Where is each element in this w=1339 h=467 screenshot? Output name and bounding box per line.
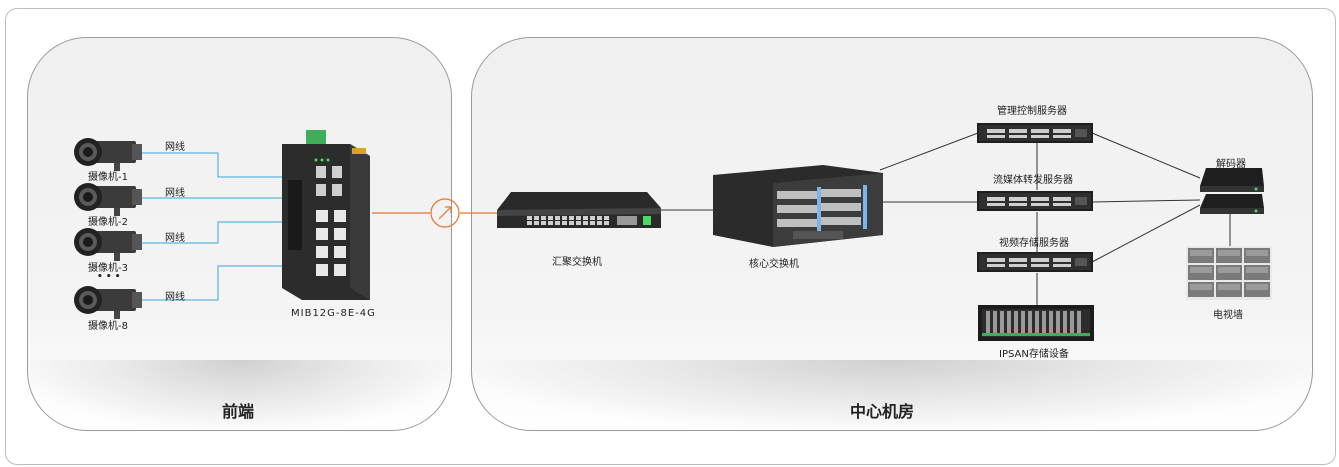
edge-switch <box>278 130 374 306</box>
network-links <box>660 132 1231 305</box>
camera-label: 摄像机-2 <box>88 217 128 228</box>
camera-1 <box>70 138 150 176</box>
aggregation-switch-label: 汇聚交换机 <box>552 257 602 268</box>
camera-label: 摄像机-1 <box>88 172 128 183</box>
cable-label: 网线 <box>165 292 185 303</box>
cable-label: 网线 <box>165 142 185 153</box>
decoder-label: 解码器 <box>1216 159 1246 170</box>
stream-server <box>977 191 1095 217</box>
cable-label: 网线 <box>165 233 185 244</box>
camera-2 <box>70 183 150 221</box>
camera-icon <box>74 286 142 319</box>
aggregation-switch <box>497 192 663 244</box>
ipsan-label: IPSAN存储设备 <box>999 349 1069 360</box>
camera-icon <box>74 228 142 261</box>
camera-label: 摄像机-3 <box>88 263 128 274</box>
camera-8 <box>70 286 150 324</box>
mgmt-server <box>977 123 1095 149</box>
cable-label: 网线 <box>165 188 185 199</box>
decoder-icon <box>1200 168 1264 214</box>
camera-3 <box>70 228 150 266</box>
decoder <box>1198 168 1266 220</box>
mgmt-server-label: 管理控制服务器 <box>997 106 1067 117</box>
server-icon <box>977 123 1093 143</box>
center-panel-title: 中心机房 <box>850 402 915 421</box>
core-switch-label: 核心交换机 <box>749 259 799 270</box>
center-panel <box>471 37 1313 431</box>
camera-icon <box>74 138 142 171</box>
chassis-switch-icon <box>713 165 883 247</box>
edge-switch-label: MIB12G-8E-4G <box>291 308 376 319</box>
ellipsis: • • • <box>97 272 121 282</box>
ipsan-storage <box>978 305 1096 347</box>
core-switch <box>713 165 883 251</box>
storage-server <box>977 252 1095 278</box>
server-icon <box>977 252 1093 272</box>
rack-switch-icon <box>497 192 661 228</box>
front-panel-title: 前端 <box>222 402 255 421</box>
industrial-switch-icon <box>282 130 370 300</box>
camera-cables <box>133 152 282 301</box>
stream-server-label: 流媒体转发服务器 <box>993 175 1073 186</box>
storage-array-icon <box>978 305 1094 341</box>
storage-server-label: 视频存储服务器 <box>999 238 1069 249</box>
fiber-link <box>372 198 498 228</box>
tv-wall-label: 电视墙 <box>1213 310 1243 321</box>
tv-wall-icon <box>1186 246 1272 300</box>
server-icon <box>977 191 1093 211</box>
tv-wall <box>1186 246 1272 304</box>
camera-label: 摄像机-8 <box>88 321 128 332</box>
camera-icon <box>74 183 142 216</box>
